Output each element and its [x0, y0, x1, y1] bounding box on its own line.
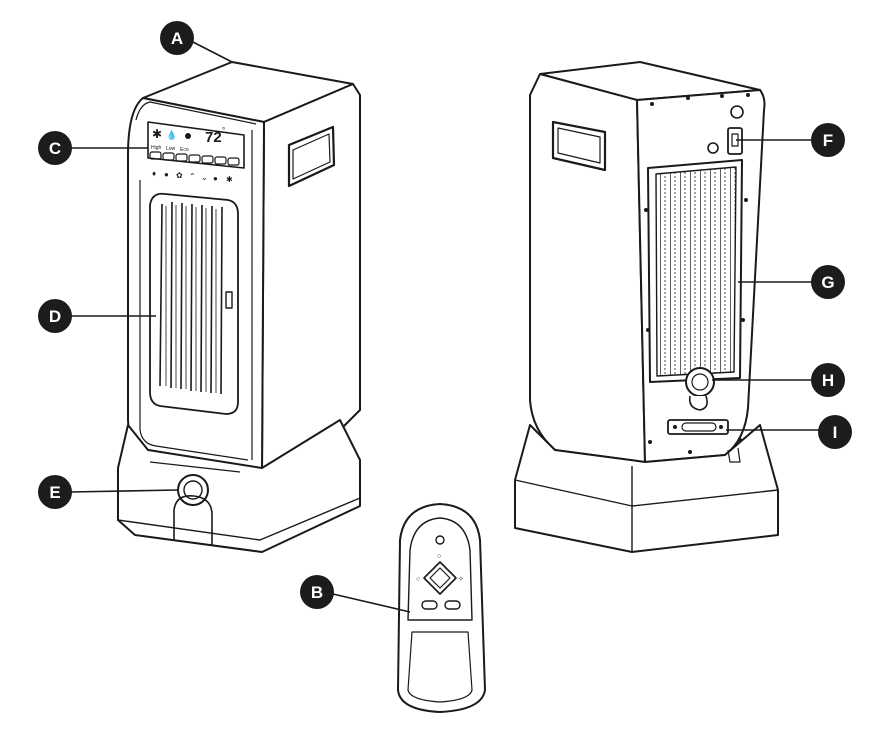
panel-display: 72 ° High Low Eco — [151, 126, 225, 153]
rear-filter-mesh — [655, 166, 737, 377]
callout-F: F — [811, 123, 845, 157]
callout-I: I — [818, 415, 852, 449]
callout-D-label: D — [49, 307, 61, 326]
svg-text:♦: ♦ — [152, 169, 156, 178]
callout-C: C — [38, 131, 72, 165]
svg-text:○: ○ — [416, 576, 420, 583]
callout-C-label: C — [49, 139, 61, 158]
callout-E: E — [38, 475, 72, 509]
callout-B: B — [300, 575, 334, 609]
remote-control: ○ ○ ✧ — [397, 503, 486, 713]
svg-text:✱: ✱ — [226, 175, 233, 184]
remote-power-button — [435, 535, 445, 545]
callout-F-label: F — [823, 131, 833, 150]
remote-body — [397, 503, 486, 713]
callout-A-label: A — [171, 29, 183, 48]
display-mode-low: Low — [166, 146, 176, 152]
callout-G-label: G — [821, 273, 834, 292]
rear-filter-frame — [647, 159, 743, 383]
callout-H: H — [811, 363, 845, 397]
svg-text:⌄: ⌄ — [201, 173, 208, 182]
display-mode-high: High — [151, 145, 162, 151]
side-handle-front — [287, 125, 336, 188]
side-handle-rear — [551, 120, 607, 172]
display-degree: ° — [222, 126, 225, 135]
callout-I-label: I — [833, 423, 838, 442]
svg-text:●: ● — [164, 170, 169, 179]
callout-A: A — [160, 21, 194, 55]
svg-text:✿: ✿ — [176, 171, 183, 180]
callout-leaders — [69, 39, 820, 613]
rear-filter-knob — [685, 367, 715, 411]
front-grille-frame — [149, 192, 239, 415]
callout-E-label: E — [49, 483, 60, 502]
svg-text:✧: ✧ — [458, 575, 464, 583]
front-grille-slats — [159, 201, 223, 395]
callout-G: G — [811, 265, 845, 299]
svg-text:●: ● — [213, 174, 218, 183]
callout-D: D — [38, 299, 72, 333]
svg-text:○: ○ — [437, 553, 441, 560]
panel-buttons — [149, 151, 240, 166]
rear-heater — [514, 61, 779, 553]
svg-text:💧: 💧 — [166, 129, 177, 140]
remote-dpad — [423, 561, 457, 595]
svg-text:✱: ✱ — [152, 127, 162, 141]
panel-icons: ✱ 💧 — [152, 127, 191, 141]
rear-cord-slot — [667, 419, 729, 435]
callout-H-label: H — [822, 371, 834, 390]
panel-button-symbols: ♦ ● ✿ ⌃ ⌄ ● ✱ — [152, 169, 233, 184]
display-mode-eco: Eco — [180, 147, 189, 153]
rear-side-panel — [529, 73, 646, 463]
display-temperature: 72 — [205, 129, 222, 146]
rear-switch — [727, 127, 743, 155]
control-panel — [147, 121, 245, 169]
front-heater: ✱ 💧 ♦ ● ✿ ⌃ ⌄ ● ✱ — [117, 61, 361, 553]
svg-text:⌃: ⌃ — [189, 172, 196, 181]
front-base — [117, 419, 361, 553]
callout-B-label: B — [311, 583, 323, 602]
